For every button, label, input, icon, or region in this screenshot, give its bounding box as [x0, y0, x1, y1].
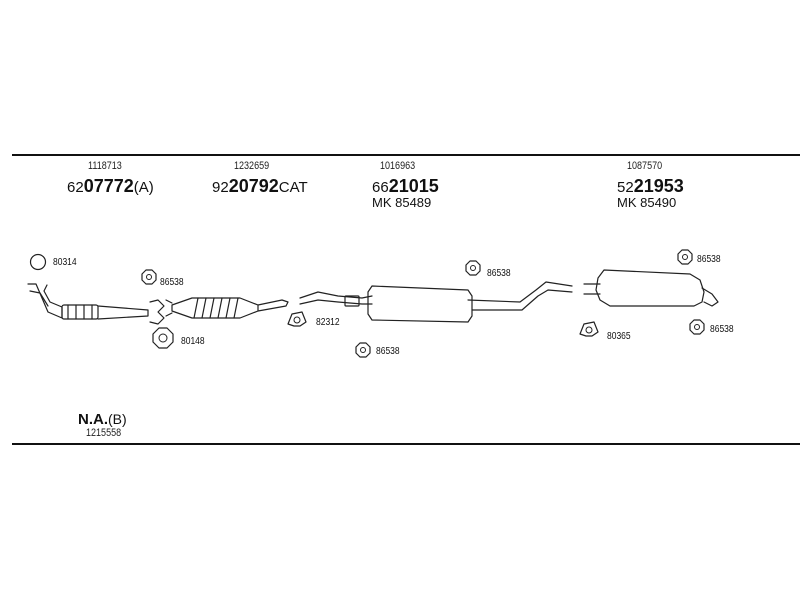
label-80148: 80148	[181, 336, 205, 347]
gasket-icon	[152, 327, 174, 349]
rubber-hanger-icon	[465, 260, 481, 276]
sealing-ring-icon	[29, 253, 47, 271]
part-number-4: 5221953	[617, 176, 684, 197]
part-prefix-2: 92	[212, 179, 229, 196]
part-main-2: 20792	[228, 176, 279, 196]
label-86538-d: 86538	[697, 254, 721, 265]
part-number-3: 6621015	[372, 176, 439, 197]
rubber-hanger-icon	[141, 269, 157, 285]
ref-number-1: 1118713	[88, 160, 122, 172]
label-86538-b: 86538	[487, 268, 511, 279]
rear-silencer-icon	[583, 269, 719, 307]
rubber-hanger-icon	[689, 319, 705, 335]
part-prefix-3: 66	[372, 179, 389, 196]
ref-number-3: 1016963	[380, 160, 416, 172]
bottom-rule	[12, 443, 800, 445]
label-80314: 80314	[53, 257, 77, 268]
mk-number-4: MK 85490	[617, 195, 677, 210]
na-ref-number: 1215558	[86, 427, 122, 439]
part-suffix-1: (A)	[133, 179, 154, 196]
part-number-1: 6207772(A)	[67, 176, 154, 197]
label-86538-c: 86538	[376, 346, 400, 357]
label-80365: 80365	[607, 331, 631, 342]
mk-number-3: MK 85489	[372, 195, 432, 210]
ref-number-4: 1087570	[627, 160, 663, 172]
rubber-hanger-icon	[677, 249, 693, 265]
pipe-clamp-icon	[287, 311, 307, 327]
catalytic-converter-icon	[165, 297, 289, 319]
part-main-3: 21015	[388, 176, 439, 196]
label-86538-a: 86538	[160, 277, 184, 288]
na-main: N.A.	[78, 411, 108, 428]
part-prefix-1: 62	[67, 179, 84, 196]
part-prefix-4: 52	[617, 179, 634, 196]
na-suffix: (B)	[108, 411, 127, 427]
label-86538-e: 86538	[710, 324, 734, 335]
part-number-2: 9220792CAT	[212, 176, 308, 197]
na-label: N.A.(B)	[78, 411, 127, 428]
part-main-4: 21953	[633, 176, 684, 196]
top-rule	[12, 154, 800, 156]
ref-number-2: 1232659	[234, 160, 270, 172]
centre-silencer-icon	[299, 281, 573, 323]
label-82312: 82312	[316, 317, 340, 328]
pipe-clamp-icon	[579, 321, 599, 337]
rubber-hanger-icon	[355, 342, 371, 358]
part-main-1: 07772	[83, 176, 134, 196]
flange-icon	[149, 299, 165, 325]
part-suffix-2: CAT	[278, 179, 308, 196]
front-pipe-icon	[27, 283, 149, 320]
